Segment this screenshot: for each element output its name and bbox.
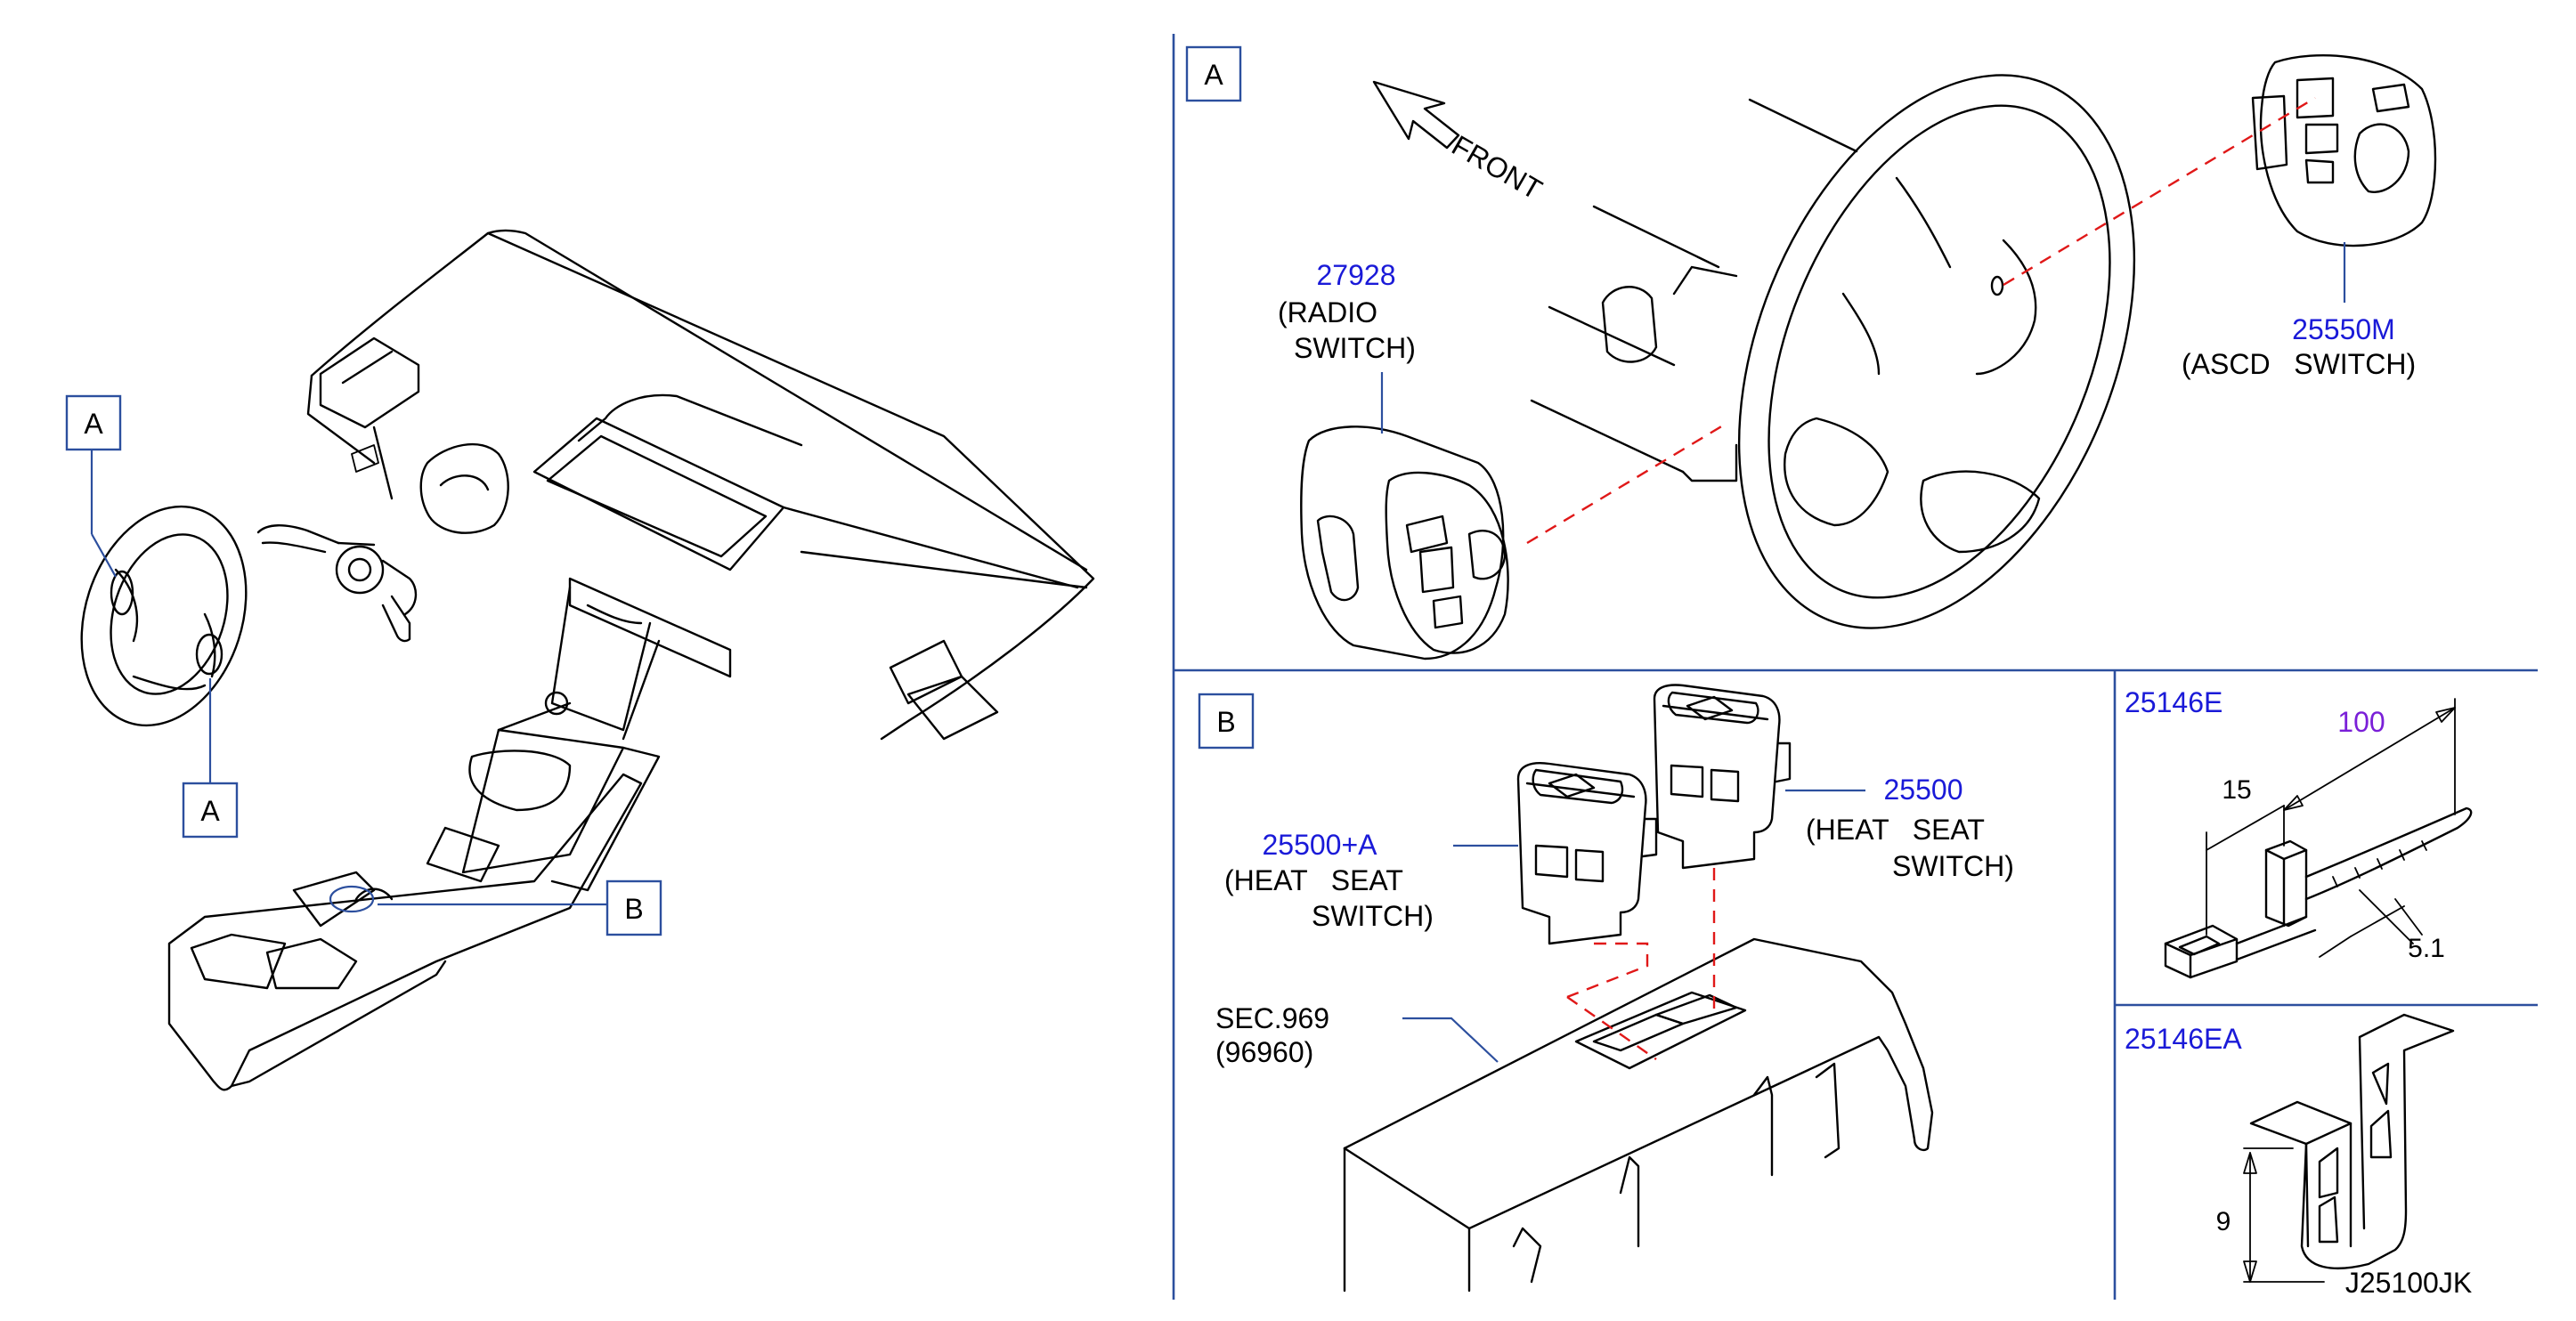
part-desc-heat-seat-switch-a-1: (HEAT SEAT <box>1224 864 1403 896</box>
part-number-console: SEC.969 <box>1215 1002 1329 1034</box>
panel-clip-ea: 25146EA 9 J25100JK <box>2125 1013 2472 1299</box>
heat-seat-switch-a-illustration <box>1516 762 1658 945</box>
part-number-console-sub: (96960) <box>1215 1036 1313 1068</box>
front-arrow-icon <box>1372 80 1460 150</box>
dashboard-overview-illustration <box>167 229 1095 1091</box>
dimension-offset: 15 <box>2222 775 2251 805</box>
heat-seat-switch-illustration <box>1653 684 1792 870</box>
panel-b-tag <box>1198 693 1255 750</box>
panel-dividers <box>1172 34 2538 1300</box>
dimension-height: 9 <box>2216 1207 2231 1236</box>
callout-box-b <box>605 879 662 936</box>
left-callouts: A A B <box>65 394 662 936</box>
cable-tie-illustration <box>2164 806 2473 979</box>
panel-a-tag-label: A <box>1204 59 1223 91</box>
panel-a-tag <box>1185 45 1242 102</box>
part-number-clip-ea: 25146EA <box>2125 1023 2242 1055</box>
part-number-heat-seat-switch-a: 25500+A <box>1262 829 1377 861</box>
callout-label-a-bottom: A <box>200 795 220 827</box>
callout-label-b: B <box>624 893 643 925</box>
drawing-code: J25100JK <box>2345 1267 2472 1299</box>
callout-box-a-bottom <box>182 782 239 839</box>
console-finisher-illustration <box>1343 937 1934 1293</box>
part-number-heat-seat-switch: 25500 <box>1884 774 1963 806</box>
callout-label-a-top: A <box>84 408 103 440</box>
part-desc-ascd-switch: (ASCD SWITCH) <box>2182 348 2416 380</box>
part-number-ascd-switch: 25550M <box>2292 313 2395 345</box>
part-desc-radio-switch-2: SWITCH) <box>1294 332 1416 364</box>
steering-wheel-illustration <box>80 505 248 727</box>
steering-wheel-detail <box>1530 74 2136 629</box>
panel-b: B <box>1198 684 2014 1293</box>
part-desc-heat-seat-switch-1: (HEAT SEAT <box>1806 814 1985 846</box>
part-desc-radio-switch-1: (RADIO <box>1278 296 1377 328</box>
dimension-length: 100 <box>2337 706 2385 738</box>
part-desc-heat-seat-switch-2: SWITCH) <box>1892 850 2014 882</box>
radio-switch-illustration <box>1300 425 1509 660</box>
ascd-switch-illustration <box>2251 54 2437 247</box>
part-number-radio-switch: 27928 <box>1317 259 1396 291</box>
dimension-width: 5.1 <box>2408 934 2445 963</box>
panel-clip-e: 25146E 100 15 5.1 <box>2125 686 2473 979</box>
part-number-clip-e: 25146E <box>2125 686 2223 718</box>
part-desc-heat-seat-switch-a-2: SWITCH) <box>1312 900 1434 932</box>
panel-b-tag-label: B <box>1216 706 1235 738</box>
panel-a: A FRONT <box>1185 45 2437 660</box>
bracket-clip-illustration <box>2249 1013 2455 1270</box>
callout-box-a-top <box>65 394 122 451</box>
front-label: FRONT <box>1447 129 1548 206</box>
combination-switch-illustration <box>256 524 418 643</box>
